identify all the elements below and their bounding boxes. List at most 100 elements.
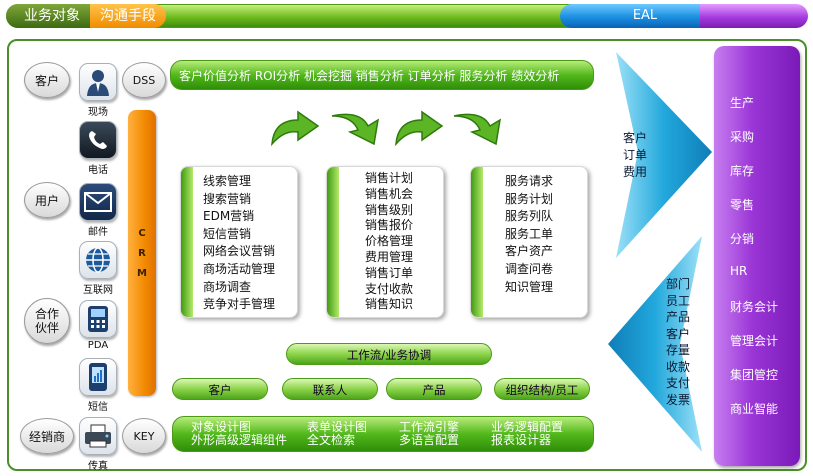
upper-triangle-text: 客户 订单 费用: [623, 130, 647, 181]
workflow-bar: 工作流/业务协调: [286, 343, 492, 365]
curved-arrow-icon: [453, 113, 502, 146]
erp-item-group: 集团管控: [730, 368, 779, 382]
list-item: 销售机会: [365, 186, 414, 201]
erp-item-distribution: 分销: [730, 232, 755, 246]
curved-arrow-icon: [271, 110, 320, 147]
globe-icon: [79, 241, 117, 279]
crm-letter-c: C: [138, 228, 146, 239]
tool-item: 对象设计图: [191, 420, 252, 434]
business-object-tab[interactable]: 业务对象: [6, 4, 98, 28]
channel-fax-label: 传真: [88, 461, 108, 472]
list-item: 销售报价: [365, 218, 414, 233]
erp-item-retail: 零售: [730, 198, 755, 212]
list-item: 客户: [666, 326, 691, 341]
erp-item-inventory: 库存: [730, 164, 755, 178]
channel-onsite-label: 现场: [88, 107, 108, 118]
curved-arrow-icon: [331, 113, 380, 146]
marketing-card: 线索管理 搜索营销 EDM营销 短信营销 网络会议营销 商场活动管理 商场调查 …: [180, 166, 298, 318]
channel-pda[interactable]: PDA: [79, 300, 128, 351]
pill-customer: 客户: [24, 62, 70, 98]
tool-item: 表单设计图: [307, 420, 368, 434]
tool-column: 对象设计图外形高级逻辑组件: [191, 421, 287, 447]
list-item: 客户资产: [505, 244, 554, 259]
channel-internet-label: 互联网: [83, 285, 113, 296]
phone-icon: [79, 121, 117, 159]
sms-icon: [79, 358, 117, 396]
channel-sms-label: 短信: [88, 402, 108, 413]
crm-bar: C R M: [128, 110, 156, 396]
eal-label: EAL: [632, 8, 658, 23]
list-item: EDM营销: [203, 209, 255, 224]
list-item: 销售知识: [365, 297, 414, 312]
list-item: 部门: [666, 277, 691, 291]
list-item: 员工: [666, 293, 691, 308]
sales-list: 销售计划 销售机会 销售级别 销售报价 价格管理 费用管理 销售订单 支付收款 …: [365, 171, 413, 313]
fax-icon: [79, 417, 117, 455]
list-item: 服务列队: [505, 209, 554, 224]
list-item: 订单: [623, 148, 648, 162]
tool-item: 外形高级逻辑组件: [191, 433, 288, 447]
dss-label: DSS: [132, 73, 156, 87]
list-item: 线索管理: [203, 174, 252, 188]
channel-phone-label: 电话: [88, 165, 108, 176]
erp-column: 生产 采购 库存 零售 分销 HR 财务会计 管理会计 集团管控 商业智能: [714, 46, 800, 466]
list-item: 支付收款: [365, 281, 414, 296]
upper-triangle: [616, 52, 712, 258]
pill-distributor-label: 经销商: [28, 429, 65, 444]
list-item: 支付: [666, 376, 691, 390]
tool-item: 报表设计器: [491, 433, 552, 447]
tools-bar: 对象设计图外形高级逻辑组件 表单设计图全文检索 工作流引擎多语言配置 业务逻辑配…: [172, 416, 594, 452]
crm-letter-r: R: [138, 248, 146, 259]
entity-customer: 客户: [172, 378, 268, 400]
list-item: 搜索营销: [203, 191, 252, 206]
channel-pda-label: PDA: [87, 340, 109, 351]
channel-sms[interactable]: 短信: [79, 358, 128, 413]
marketing-list: 线索管理 搜索营销 EDM营销 短信营销 网络会议营销 商场活动管理 商场调查 …: [203, 173, 275, 314]
top-purple-band: [700, 4, 808, 28]
erp-item-financial: 财务会计: [730, 300, 779, 314]
list-item: 存量: [666, 343, 691, 357]
entity-org: 组织结构/员工: [494, 378, 590, 400]
card-stripe: [181, 167, 193, 317]
erp-item-production: 生产: [730, 96, 755, 110]
channel-mail[interactable]: 邮件: [79, 183, 128, 238]
list-item: 服务请求: [505, 174, 554, 188]
list-item: 价格管理: [365, 234, 414, 249]
pill-partner-label: 合作 伙伴: [34, 307, 59, 335]
list-item: 知识管理: [505, 279, 554, 294]
list-item: 服务工单: [505, 226, 554, 241]
top-bar: EAL 业务对象 沟通手段: [0, 0, 813, 32]
erp-item-management: 管理会计: [730, 334, 779, 348]
list-item: 商场活动管理: [203, 261, 276, 276]
tool-column: 工作流引擎多语言配置: [399, 421, 459, 447]
channel-internet[interactable]: 互联网: [79, 241, 128, 296]
channel-phone[interactable]: 电话: [79, 121, 128, 176]
dss-pill: DSS: [122, 62, 166, 98]
tool-item: 多语言配置: [399, 433, 460, 447]
tool-item: 业务逻辑配置: [491, 420, 564, 434]
list-item: 收款: [666, 359, 691, 374]
sales-card: 销售计划 销售机会 销售级别 销售报价 价格管理 费用管理 销售订单 支付收款 …: [326, 166, 444, 318]
service-list: 服务请求 服务计划 服务列队 服务工单 客户资产 调查问卷 知识管理: [505, 173, 553, 296]
list-item: 竞争对手管理: [203, 297, 276, 312]
pda-icon: [79, 300, 117, 338]
key-pill: KEY: [122, 418, 166, 454]
channel-onsite[interactable]: 现场: [79, 63, 128, 118]
lower-triangle-text: 部门 员工 产品 客户 存量 收款 支付 发票: [666, 276, 690, 408]
card-stripe: [471, 167, 483, 317]
list-item: 销售计划: [365, 171, 414, 185]
tool-column: 表单设计图全文检索: [307, 421, 367, 447]
tool-column: 业务逻辑配置报表设计器: [491, 421, 563, 447]
curved-arrow-icon: [395, 110, 444, 147]
analysis-bar: 客户价值分析 ROI分析 机会挖掘 销售分析 订单分析 服务分析 绩效分析: [170, 60, 594, 90]
erp-item-bi: 商业智能: [730, 402, 779, 416]
lower-triangle: [608, 236, 702, 452]
pill-user-label: 用户: [34, 193, 59, 208]
card-stripe: [327, 167, 339, 317]
pill-customer-label: 客户: [34, 73, 59, 88]
tool-item: 工作流引擎: [399, 420, 460, 434]
entity-product: 产品: [386, 378, 482, 400]
communication-tab[interactable]: 沟通手段: [90, 4, 166, 28]
list-item: 服务计划: [505, 191, 554, 206]
channel-fax[interactable]: 传真: [79, 417, 128, 472]
